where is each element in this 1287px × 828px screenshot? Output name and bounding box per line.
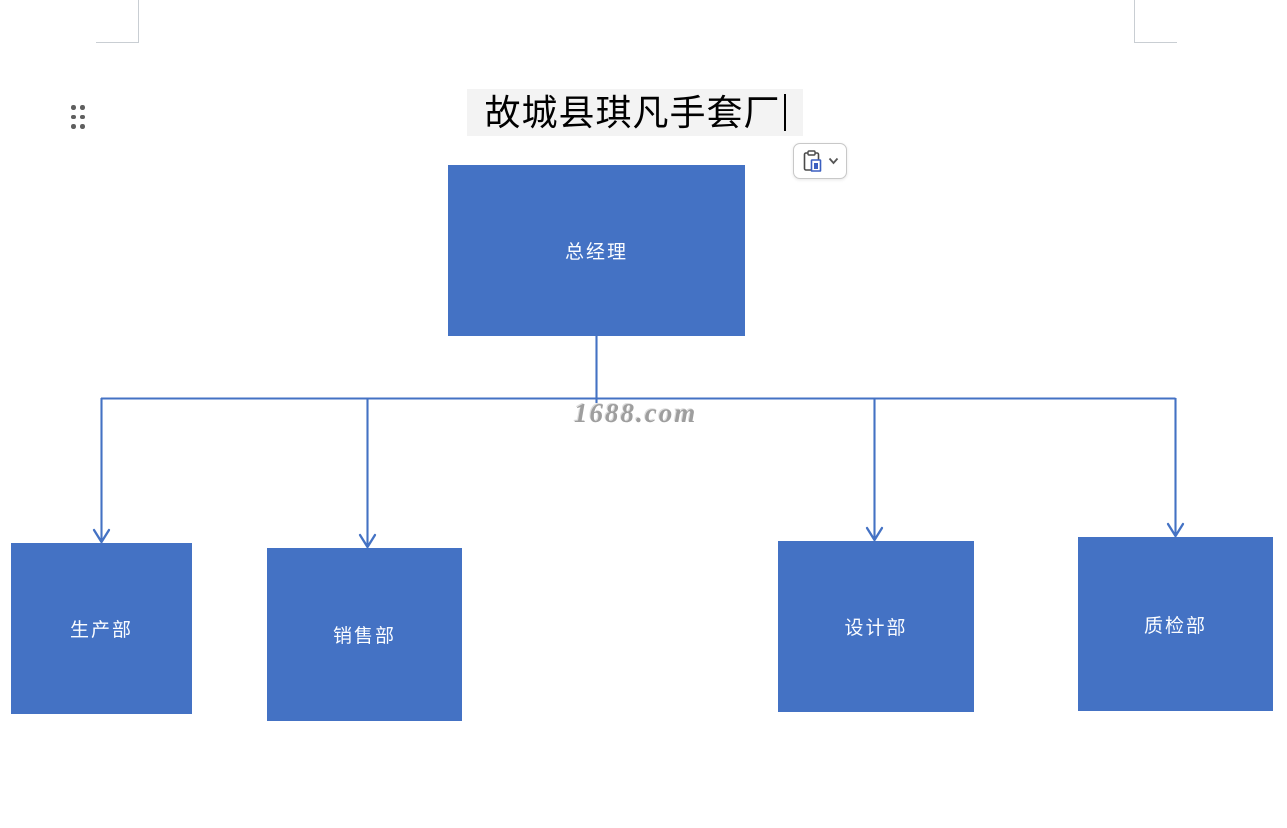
- org-box-sales-dept[interactable]: 销售部: [267, 548, 462, 721]
- page-margin-mark-top-left: [96, 42, 139, 43]
- document-title-field[interactable]: 故城县琪凡手套厂: [467, 89, 803, 136]
- text-cursor: [783, 94, 786, 131]
- drag-handle-icon[interactable]: [69, 103, 87, 131]
- arrowhead-icon: [1166, 522, 1185, 538]
- org-box-label: 生产部: [69, 620, 133, 641]
- paste-options-button[interactable]: [793, 143, 847, 179]
- arrowhead-icon: [92, 528, 111, 544]
- org-box-label: 销售部: [332, 626, 396, 647]
- watermark: 1688.com: [574, 398, 698, 428]
- chevron-down-icon: [828, 157, 838, 165]
- org-box-label: 质检部: [1143, 615, 1207, 637]
- document-title: 故城县琪凡手套厂: [484, 92, 781, 133]
- org-box-design-dept[interactable]: 设计部: [778, 541, 974, 712]
- org-box-label: 总经理: [564, 242, 628, 263]
- arrowhead-icon: [358, 533, 377, 549]
- clipboard-icon: [803, 150, 821, 172]
- page-margin-mark-top-left: [138, 0, 139, 43]
- page-margin-mark-top-right: [1134, 0, 1135, 43]
- page-margin-mark-top-right: [1134, 42, 1177, 43]
- org-box-label: 设计部: [844, 618, 908, 639]
- arrowhead-icon: [865, 526, 884, 542]
- org-box-production-dept[interactable]: 生产部: [11, 543, 192, 714]
- org-box-quality-dept[interactable]: 质检部: [1078, 537, 1273, 711]
- org-box-general-manager[interactable]: 总经理: [448, 165, 745, 336]
